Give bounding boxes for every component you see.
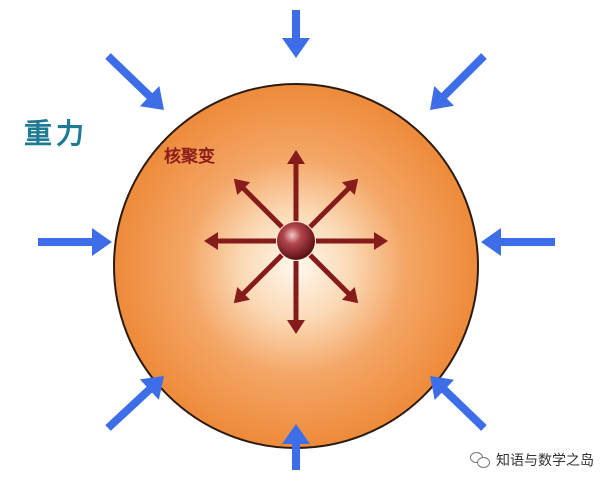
fusion-label: 核聚变	[164, 147, 215, 167]
gravity-arrows	[38, 10, 555, 470]
wechat-icon	[470, 452, 490, 468]
fusion-arrow-down	[287, 261, 305, 334]
fusion-arrow-up-right	[308, 178, 359, 229]
fusion-arrow-up	[287, 150, 305, 221]
gravity-arrow-bottom-left	[105, 376, 164, 431]
fusion-arrows	[204, 150, 388, 334]
gravity-arrow-left	[38, 228, 112, 256]
fusion-arrow-down-left	[233, 253, 284, 304]
gravity-arrow-bottom-right	[430, 376, 487, 431]
gravity-arrow-top	[282, 10, 310, 58]
watermark: 知语与数学之岛	[470, 450, 594, 470]
gravity-arrow-bottom	[282, 424, 310, 470]
gravity-arrow-top-right	[430, 53, 487, 110]
core-sphere	[277, 222, 315, 260]
gravity-arrow-right	[481, 228, 555, 256]
watermark-text: 知语与数学之岛	[496, 453, 594, 469]
fusion-arrow-left	[204, 232, 276, 250]
fusion-arrow-up-left	[233, 178, 284, 229]
gravity-arrow-top-left	[105, 53, 164, 110]
fusion-arrow-right	[316, 232, 388, 250]
gravity-label: 重力	[24, 117, 89, 150]
fusion-arrow-down-right	[308, 253, 359, 304]
